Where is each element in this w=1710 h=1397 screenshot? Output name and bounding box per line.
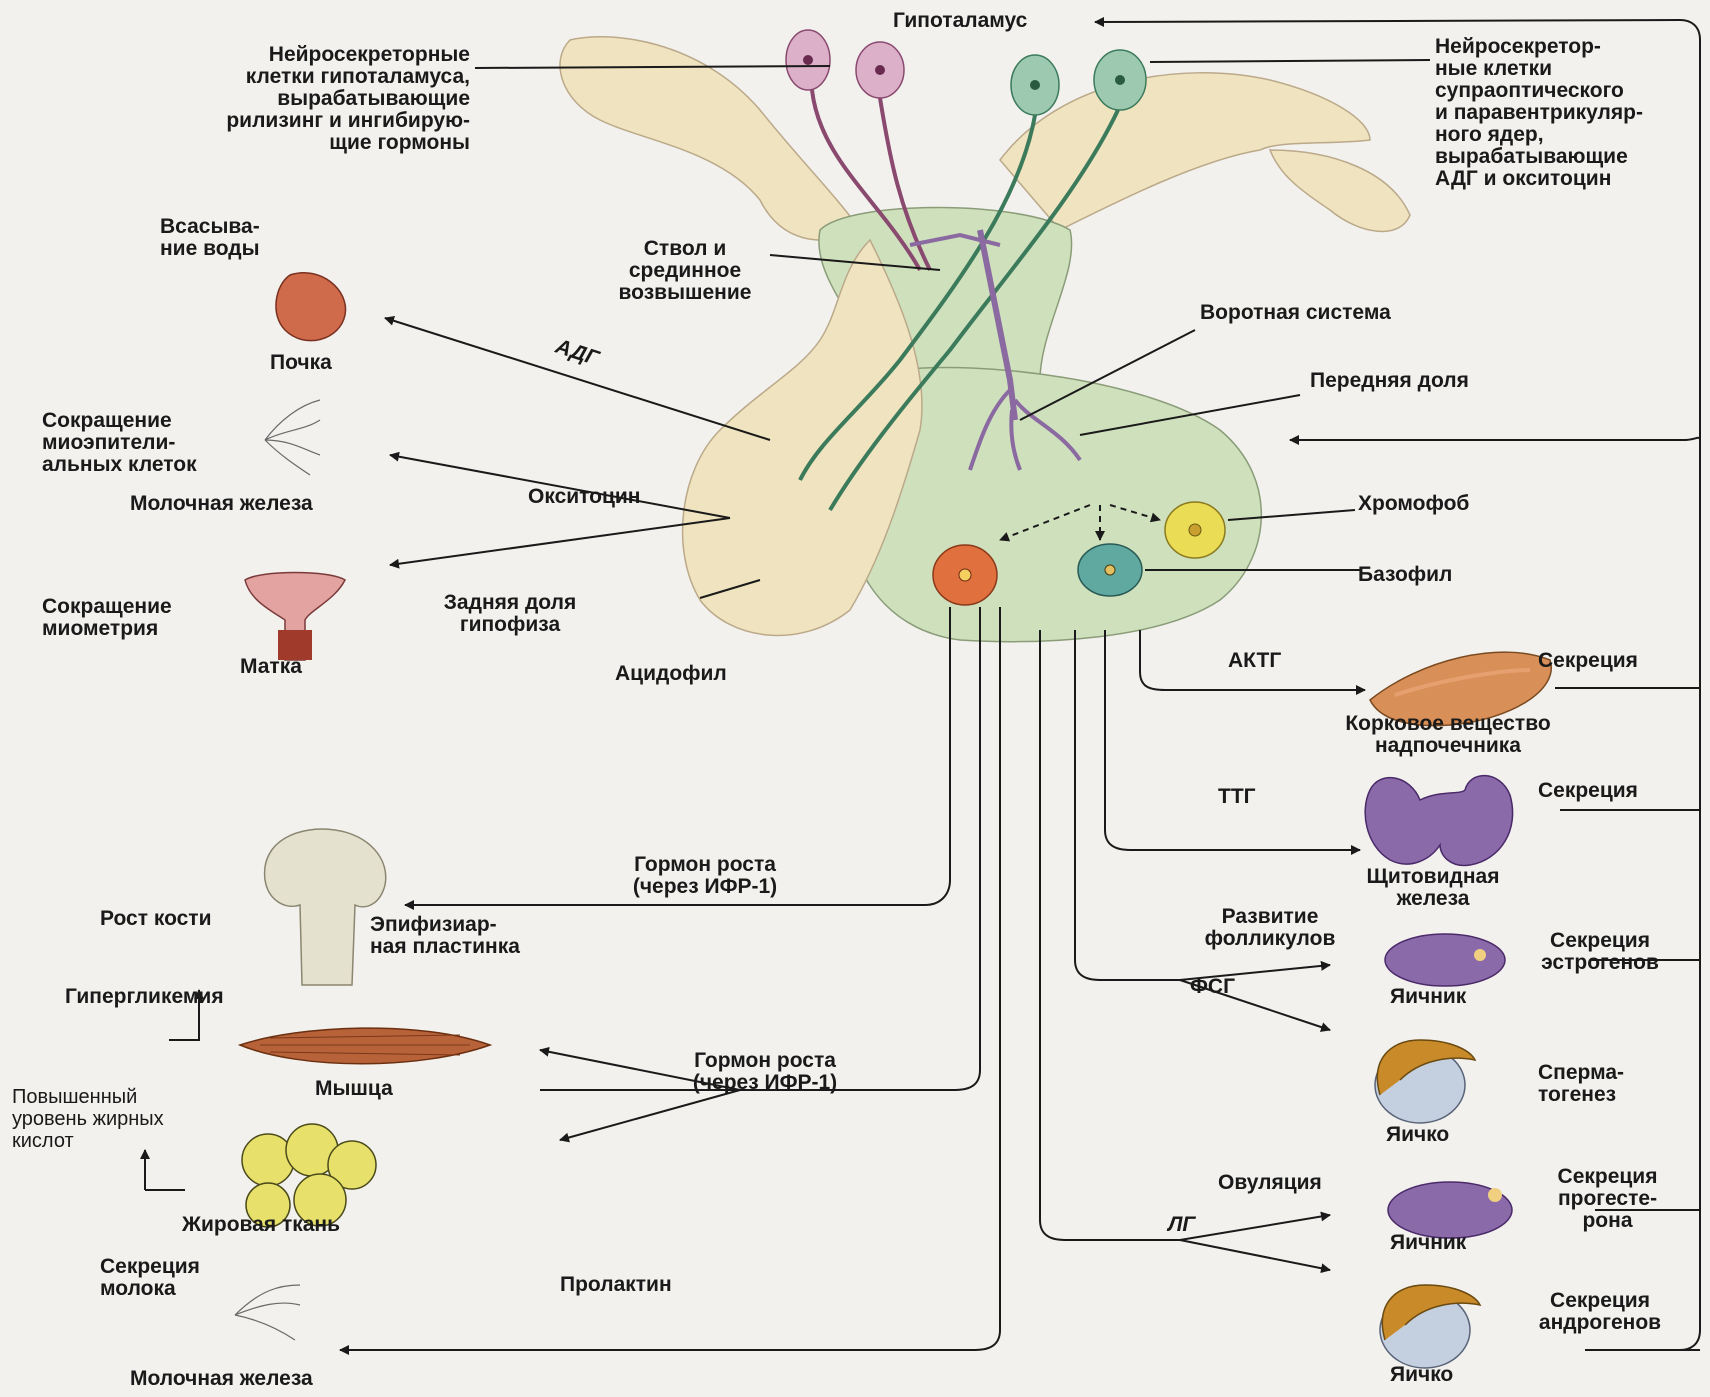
uterus-shape <box>245 573 345 661</box>
label-thyroid: Щитовидная железа <box>1348 866 1518 910</box>
ovary-shape-2 <box>1388 1182 1512 1238</box>
label-secretion-adrenal: Секреция <box>1538 650 1638 672</box>
label-secretion-thyroid: Секреция <box>1538 780 1638 802</box>
label-milk-secretion: Секреция молока <box>100 1256 200 1300</box>
label-testis-2: Яичко <box>1390 1364 1453 1386</box>
label-progesterone-secretion: Секреция прогесте- рона <box>1520 1166 1695 1232</box>
label-stalk: Ствол и срединное возвышение <box>600 238 770 304</box>
label-testis-1: Яичко <box>1386 1124 1449 1146</box>
label-ovary-1: Яичник <box>1390 986 1466 1008</box>
label-neurosecretory-right: Нейросекретор- ные клетки супраоптическо… <box>1435 36 1643 190</box>
label-uterus: Матка <box>240 656 302 678</box>
label-neurosecretory-left: Нейросекреторные клетки гипоталамуса, вы… <box>110 44 470 154</box>
label-estrogen-secretion: Секреция эстрогенов <box>1500 930 1700 974</box>
label-myoepithelial: Сокращение миоэпители- альных клеток <box>42 410 197 476</box>
label-spermatogenesis: Сперма- тогенез <box>1538 1062 1624 1106</box>
label-bone-growth: Рост кости <box>100 908 212 930</box>
testis-shape-1 <box>1375 1040 1475 1123</box>
label-water-absorption: Всасыва- ние воды <box>160 216 260 260</box>
label-follicles: Развитие фолликулов <box>1195 906 1345 950</box>
label-mammary-gland-2: Молочная железа <box>130 1368 313 1390</box>
muscle-shape <box>240 1028 490 1064</box>
label-posterior-lobe: Задняя доля гипофиза <box>410 592 610 636</box>
acidophil-cell <box>933 545 997 605</box>
label-myometrium: Сокращение миометрия <box>42 596 172 640</box>
label-adipose-tissue: Жировая ткань <box>182 1214 340 1236</box>
label-adrenal-cortex: Корковое вещество надпочечника <box>1318 713 1578 757</box>
ovary-shape-1 <box>1385 934 1505 986</box>
mammary-gland-shape-1 <box>265 400 320 475</box>
chromophobe-cell <box>1165 502 1225 558</box>
label-gh-2: Гормон роста (через ИФР-1) <box>650 1050 880 1094</box>
label-muscle: Мышца <box>315 1078 393 1100</box>
label-basophil: Базофил <box>1358 564 1452 586</box>
label-prolactin: Пролактин <box>560 1274 672 1296</box>
label-ovulation: Овуляция <box>1218 1172 1322 1194</box>
label-ttg: ТТГ <box>1218 786 1256 808</box>
label-fatty-acids: Повышенный уровень жирных кислот <box>12 1086 164 1152</box>
label-hyperglycemia: Гипергликемия <box>65 986 224 1008</box>
label-epiphyseal-plate: Эпифизиар- ная пластинка <box>370 914 520 958</box>
kidney-shape <box>276 273 346 341</box>
label-lg: ЛГ <box>1168 1214 1195 1236</box>
label-ovary-2: Яичник <box>1390 1232 1466 1254</box>
label-gh-1: Гормон роста (через ИФР-1) <box>590 854 820 898</box>
label-anterior-lobe: Передняя доля <box>1310 370 1469 392</box>
label-portal-system: Воротная система <box>1200 302 1391 324</box>
label-kidney: Почка <box>270 352 332 374</box>
thyroid-shape <box>1365 776 1512 866</box>
label-fsg: ФСГ <box>1190 976 1235 998</box>
label-actg: АКТГ <box>1228 650 1281 672</box>
label-oxytocin: Окситоцин <box>528 486 641 508</box>
testis-shape-2 <box>1380 1285 1480 1368</box>
label-androgen-secretion: Секреция андрогенов <box>1500 1290 1700 1334</box>
bone-shape <box>265 829 386 985</box>
label-acidophil: Ацидофил <box>615 663 727 685</box>
mammary-gland-shape-2 <box>235 1285 300 1340</box>
label-hypothalamus: Гипоталамус <box>893 10 1027 32</box>
basophil-cell <box>1078 544 1142 596</box>
fat-shape <box>242 1124 376 1227</box>
label-chromophobe: Хромофоб <box>1358 493 1469 515</box>
label-mammary-gland-1: Молочная железа <box>130 493 313 515</box>
